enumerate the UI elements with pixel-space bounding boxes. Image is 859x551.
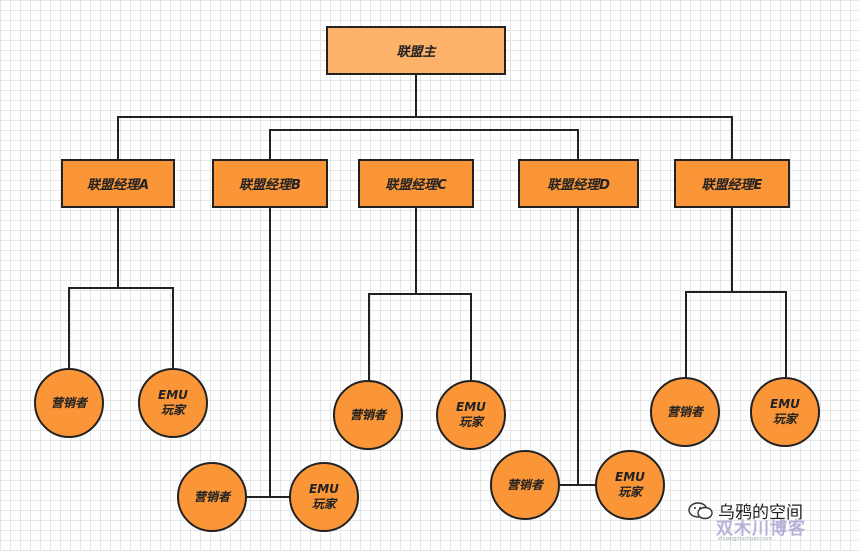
watermark: 乌鸦的空间 双木川博客 shuangmuchuan.com [688,498,856,546]
leaf-node-d-marketer[interactable]: 营销者 [490,450,560,520]
leaf-node-e-marketer[interactable]: 营销者 [650,377,720,447]
watermark-url: shuangmuchuan.com [718,536,772,542]
manager-label: 联盟经理E [701,178,763,193]
manager-label: 联盟经理C [385,178,447,193]
manager-node-a[interactable]: 联盟经理A [61,159,175,208]
root-label: 联盟主 [396,45,436,60]
edge-d-children [560,207,596,486]
leaf-node-c-marketer[interactable]: 营销者 [333,380,403,450]
leaf-node-b-emu-player[interactable]: EMU 玩家 [289,462,359,532]
manager-label: 联盟经理D [547,178,610,193]
manager-node-c[interactable]: 联盟经理C [358,159,474,208]
edge-b-children [247,207,290,498]
manager-node-d[interactable]: 联盟经理D [518,159,639,208]
edge-root-b-d [269,129,579,160]
manager-label: 联盟经理A [86,178,150,193]
edge-root-a-e [117,116,733,160]
manager-label: 联盟经理B [239,178,301,193]
edge-c-children [368,207,472,380]
manager-node-e[interactable]: 联盟经理E [674,159,790,208]
leaf-node-c-emu-player[interactable]: EMU 玩家 [436,380,506,450]
edge-a-children [68,207,174,368]
wechat-icon [688,502,713,520]
leaf-node-a-marketer[interactable]: 营销者 [34,368,104,438]
leaf-node-e-emu-player[interactable]: EMU 玩家 [750,377,820,447]
edge-e-children [685,207,787,377]
leaf-node-d-emu-player[interactable]: EMU 玩家 [595,450,665,520]
leaf-node-a-emu-player[interactable]: EMU 玩家 [138,368,208,438]
watermark-account: 乌鸦的空间 [718,503,803,523]
root-node[interactable]: 联盟主 [326,26,506,75]
manager-node-b[interactable]: 联盟经理B [212,159,328,208]
leaf-node-b-marketer[interactable]: 营销者 [177,462,247,532]
watermark-blog: 双木川博客 [716,519,806,539]
